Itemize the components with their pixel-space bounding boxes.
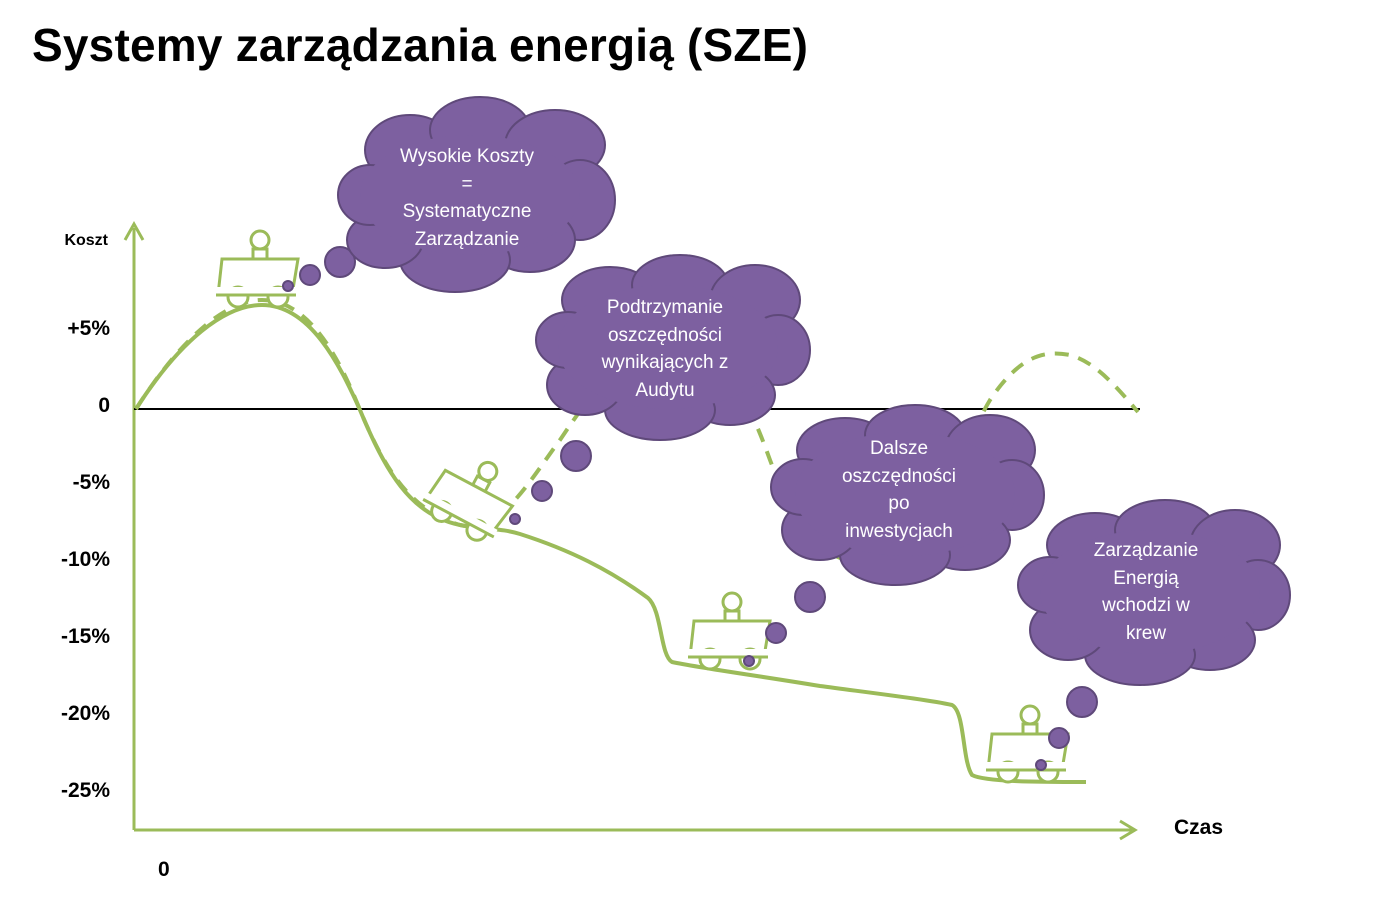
cloud-1-text: Wysokie Koszty = Systematyczne Zarządzan… [367,143,567,253]
bubble-dot [509,513,521,525]
bubble-dot [282,280,294,292]
y-tick-label: -20% [60,702,110,725]
y-tick-label: -15% [60,625,110,648]
cloud-line: po [888,493,910,514]
cloud-line: Energią [1113,567,1179,589]
bubble-dot [765,622,787,644]
cloud-line: inwestycjach [845,520,953,542]
bubble-dot [560,440,592,472]
cloud-line: oszczędności [607,324,723,346]
y-axis-arrow [123,220,145,241]
cloud-4-text: Zarządzanie Energią wchodzi w krew [1046,537,1246,647]
cloud-line: krew [1125,622,1167,644]
cloud-line: Audytu [635,379,695,401]
y-tick-label: +5% [67,317,110,340]
bubble-dot [531,480,553,502]
x-axis-arrow [1119,819,1138,841]
bubble-dot [1066,686,1098,718]
cloud-line: = [461,173,473,195]
cloud-2-text: Podtrzymanie oszczędności wynikających z… [565,294,765,404]
cloud-line: Podtrzymanie [606,297,724,318]
cloud-2 [535,254,811,441]
origin-label: 0 [158,858,170,881]
bubble-dot [299,264,321,286]
cloud-3 [770,404,1045,586]
cloud-3-text: Dalsze oszczędności po inwestycjach [799,435,999,545]
cloud-line: Zarządzanie [414,228,520,250]
cloud-line: oszczędności [841,465,957,487]
cloud-1 [337,96,616,293]
cloud-line: wchodzi w [1102,595,1190,616]
bubble-dot [1035,759,1047,771]
bubble-dot [794,581,826,613]
cloud-line: Zarządzanie [1093,540,1199,561]
bubble-dot [324,246,356,278]
cart-icon-1 [214,229,300,309]
cloud-line: Systematyczne [402,201,532,222]
y-tick-label: -10% [60,548,110,571]
x-axis-label: Czas [1174,816,1224,839]
cloud-line: Dalsze [869,438,929,459]
y-tick-label: -5% [72,471,110,494]
cloud-line: Wysokie Koszty [400,146,534,167]
y-tick-label: 0 [98,394,110,417]
bubble-dot [743,655,755,667]
cart-icon-3 [686,591,772,671]
y-axis-label: Koszt [64,232,108,249]
y-tick-label: -25% [60,779,110,802]
cloud-line: wynikających z [601,352,729,373]
bubble-dot [1048,727,1070,749]
actual-cost-curve [134,302,1087,784]
page-title: Systemy zarządzania energią (SZE) [32,19,809,71]
cloud-4 [1017,499,1291,686]
